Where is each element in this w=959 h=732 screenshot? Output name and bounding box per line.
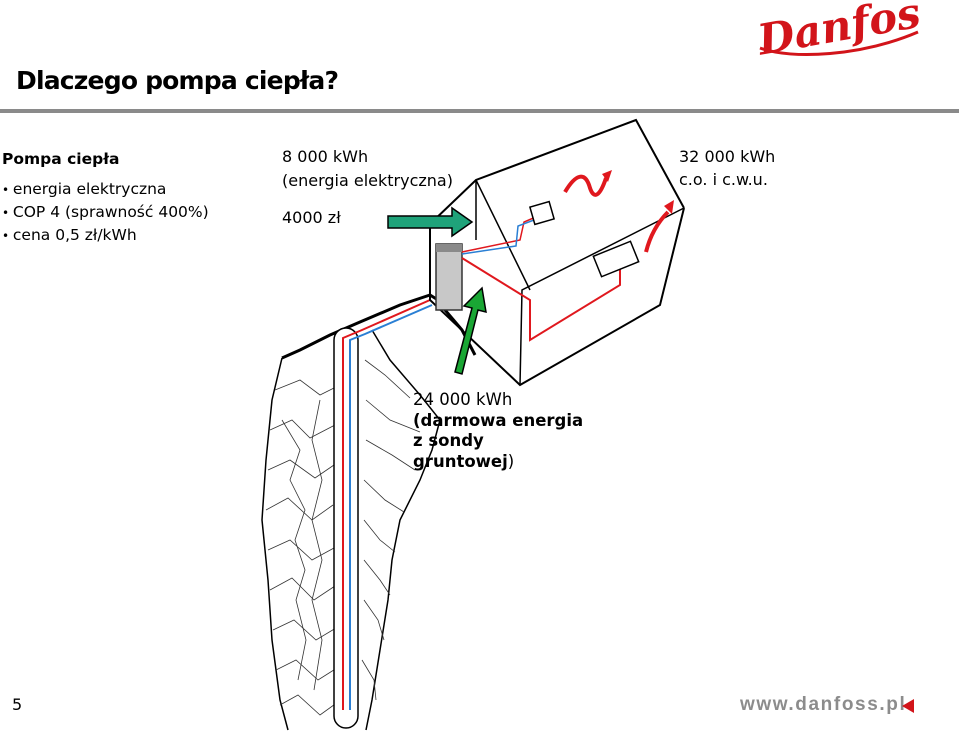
house-front-wall [429,207,685,387]
heat-output-kwh: 32 000 kWh [679,147,776,166]
borehole-probe [333,327,359,729]
ground-pipe-hot [342,299,431,345]
ground-energy-block: 24 000 kWh (darmowa energia z sondy grun… [413,390,583,472]
ground-left-edge [261,357,289,731]
list-item: cena 0,5 zł/kWh [2,224,209,247]
ground-energy-arrow [454,286,487,375]
list-item: COP 4 (sprawność 400%) [2,201,209,224]
ground-energy-line2: z sondy [413,431,484,450]
ground-energy-kwh: 24 000 kWh [413,390,513,409]
heat-pump-list: energia elektryczna COP 4 (sprawność 400… [2,178,209,247]
url-arrow-icon [902,699,914,713]
house-pipe-cold [461,215,539,253]
title-divider [0,109,959,113]
soil-texture [265,359,421,716]
electric-arrow [387,206,474,238]
list-item: energia elektryczna [2,178,209,201]
page-title: Dlaczego pompa ciepła? [16,66,339,95]
ground-energy-line3: gruntowej [413,451,508,471]
footer-url[interactable]: www.danfoss.pl [740,694,907,715]
house-roof-outline [429,118,685,225]
wall-box [528,200,556,226]
electric-energy-kwh: 8 000 kWh [282,147,369,166]
danfoss-logo: Danfoss [753,2,922,64]
ground-energy-line1: (darmowa energia [413,410,584,430]
ground-surface-line [281,293,477,360]
house-pipe-hot [461,257,621,342]
heat-pump-panel: Pompa ciepła energia elektryczna COP 4 (… [2,148,209,247]
ground-pipe-cold [349,304,433,345]
radiator [592,240,640,278]
page-number: 5 [12,695,23,714]
heat-output-label: c.o. i c.w.u. [679,170,768,189]
heat-pump-unit [435,243,463,311]
heat-pump-heading: Pompa ciepła [2,150,120,168]
heat-output-arrow-2 [644,210,670,253]
electric-energy-label: (energia elektryczna) [282,171,453,190]
ground-energy-close: ) [507,451,515,471]
ground-right-edge [365,329,441,731]
heat-output-arrow-1 [563,174,608,197]
house-gable [475,179,531,291]
house-side-edge [519,207,685,386]
electric-energy-price: 4000 zł [282,208,341,227]
